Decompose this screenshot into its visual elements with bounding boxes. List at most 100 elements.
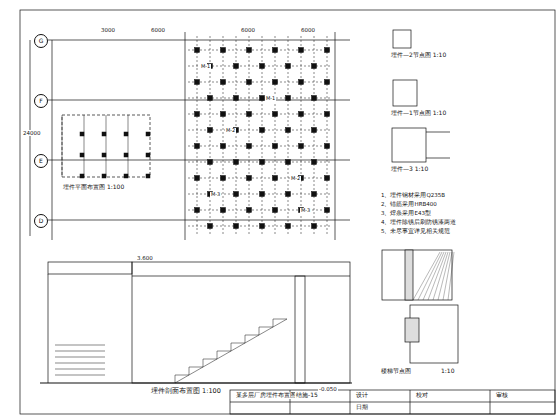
section-slab <box>132 276 350 277</box>
axis-label: F <box>39 98 42 104</box>
drawing-label: 校对 <box>415 392 429 399</box>
drawing-label: -0.050 <box>318 386 338 392</box>
drawing-label: M-3 <box>300 208 311 214</box>
embed-plate <box>260 128 265 133</box>
embed-plate <box>273 80 278 85</box>
embed-plate <box>312 160 317 165</box>
embed-plate <box>234 64 239 69</box>
embed-plate <box>325 176 330 181</box>
embed-plate <box>247 144 252 149</box>
embed-plate <box>247 176 252 181</box>
embed-plate <box>260 224 265 229</box>
embed-plate <box>195 176 200 181</box>
embed-plate <box>221 208 226 213</box>
embed-plate <box>247 208 252 213</box>
stair-tread <box>55 357 105 358</box>
grid-line <box>188 114 332 115</box>
embed-plate <box>234 224 239 229</box>
embed-plate <box>392 128 426 162</box>
embed-plate <box>260 64 265 69</box>
embed-plate <box>312 128 317 133</box>
axis-label: E <box>39 158 43 164</box>
drawing-label: 埋件—2节点图 1:10 <box>390 52 447 59</box>
grid-line <box>223 36 224 236</box>
embed-plate <box>325 48 330 53</box>
axis-line <box>48 220 350 221</box>
embed-plate <box>234 192 239 197</box>
drawing-label: 埋件平面布置图 1:100 <box>62 184 125 191</box>
anchor-bar <box>426 158 450 159</box>
embed-plate <box>195 80 200 85</box>
axis-bubble: E <box>34 154 48 168</box>
embed-plate <box>405 318 419 342</box>
drawing-label: 5、未尽事宜详见相关规范 <box>380 228 452 234</box>
embed-plate <box>273 48 278 53</box>
stair-steps <box>175 319 287 383</box>
drawing-label: 6000 <box>150 27 166 33</box>
embed-plate <box>234 96 239 101</box>
grid-line <box>62 115 63 177</box>
section-wall <box>48 274 49 383</box>
title-block-line <box>490 390 491 414</box>
axis-line <box>48 40 350 41</box>
drawing-label: 3.600 <box>136 255 154 261</box>
axis-line <box>52 40 53 240</box>
embed-plate <box>221 80 226 85</box>
embed-plate <box>124 132 128 136</box>
embed-plate <box>312 96 317 101</box>
hatch <box>448 252 454 300</box>
section-slab <box>48 262 132 274</box>
drawing-label: 日期 <box>355 404 369 411</box>
embed-plate <box>80 174 84 178</box>
embed-plate <box>260 96 265 101</box>
grid-line <box>106 115 107 177</box>
grid-line <box>188 178 332 179</box>
embed-plate <box>146 153 150 157</box>
drawing-label: 审核 <box>495 392 509 399</box>
grid-line <box>188 82 332 83</box>
drawing-label: 埋件—3 1:10 <box>390 166 429 173</box>
hatch <box>438 252 450 300</box>
drawing-label: 1:10 <box>440 368 455 375</box>
drawing-label: M-1 <box>265 96 276 102</box>
embed-plate <box>325 144 330 149</box>
small-plan-outline <box>62 115 150 177</box>
drawing-label: 设计 <box>355 392 369 399</box>
embed-plate <box>221 176 226 181</box>
embed-plate <box>102 174 106 178</box>
axis-label: G <box>39 38 44 44</box>
embed-plate <box>208 224 213 229</box>
embed-plate <box>393 30 411 48</box>
embed-plate <box>195 112 200 117</box>
embed-plate <box>234 160 239 165</box>
embed-plate <box>102 153 106 157</box>
embed-plate <box>247 112 252 117</box>
drawing-label: M-2 <box>290 176 301 182</box>
embed-plate <box>286 224 291 229</box>
drawing-label: 某多层厂房埋件布置图 <box>235 392 297 399</box>
embed-plate <box>247 80 252 85</box>
hatch <box>413 252 440 300</box>
grid-line <box>188 146 332 147</box>
axis-line <box>48 100 350 101</box>
drawing-label: 埋件—1节点图 1:10 <box>390 110 447 117</box>
grid-line <box>188 50 332 51</box>
stair-slab <box>175 319 287 383</box>
drawing-label: M-1 <box>200 64 211 70</box>
title-block-line <box>410 390 411 414</box>
dimension-line <box>30 40 31 236</box>
embed-plate <box>221 144 226 149</box>
embed-plate <box>208 96 213 101</box>
embed-plate <box>312 224 317 229</box>
drawing-label: 24000 <box>22 130 42 136</box>
stair-tread <box>55 351 105 352</box>
axis-bubble: D <box>34 214 48 228</box>
embed-plate <box>195 48 200 53</box>
embed-plate <box>195 144 200 149</box>
axis-line <box>48 160 350 161</box>
title-block-line <box>230 402 555 403</box>
drawing-label: 楼梯节点图 <box>380 368 412 375</box>
embed-plate <box>195 208 200 213</box>
node-detail <box>382 250 452 300</box>
